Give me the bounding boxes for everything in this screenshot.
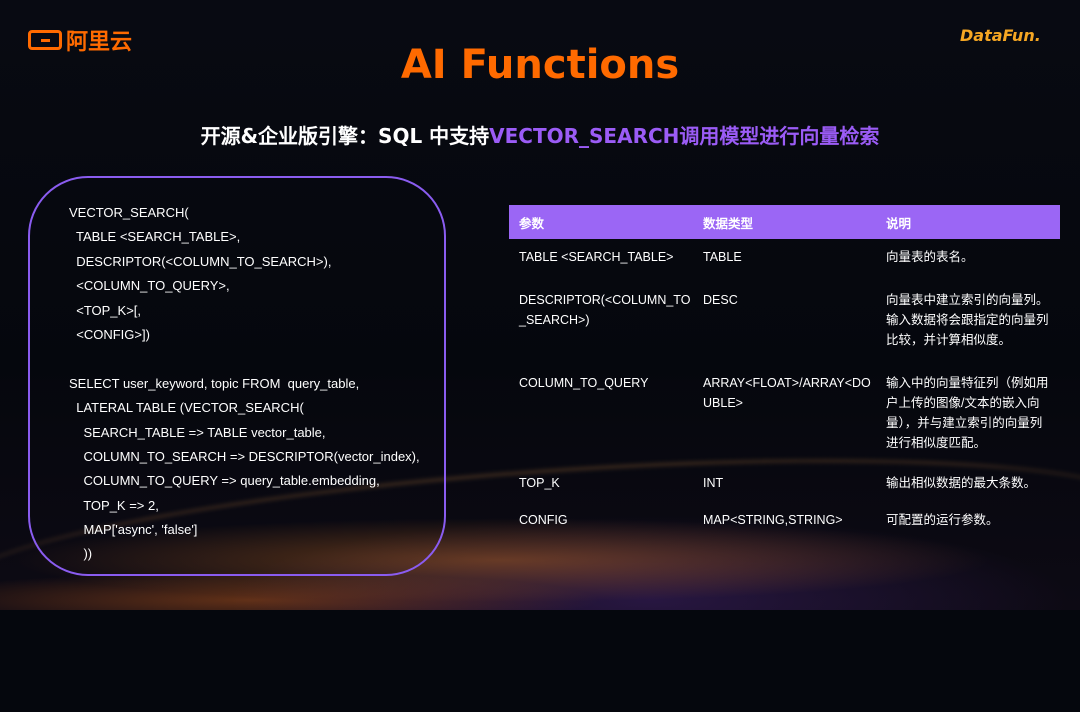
table-row: TABLE <SEARCH_TABLE> TABLE 向量表的表名。: [509, 239, 1060, 273]
code-block: VECTOR_SEARCH( TABLE <SEARCH_TABLE>, DES…: [69, 201, 420, 567]
header-desc: 说明: [886, 216, 912, 231]
code-line: MAP['async', 'false']: [69, 522, 198, 538]
aliyun-logo-icon: [28, 30, 62, 50]
table-cell: CONFIG: [519, 513, 568, 527]
table-row: COLUMN_TO_QUERY ARRAY<FLOAT>/ARRAY<DOUBLE…: [509, 356, 1060, 459]
code-line: SEARCH_TABLE => TABLE vector_table,: [69, 424, 326, 440]
table-row: DESCRIPTOR(<COLUMN_TO_SEARCH>) DESC 向量表中建立…: [509, 273, 1060, 356]
subtitle-prefix: 开源&企业版引擎：SQL 中支持: [200, 124, 490, 148]
table-cell: TABLE <SEARCH_TABLE>: [519, 250, 674, 264]
code-line: [69, 347, 420, 371]
code-line: COLUMN_TO_SEARCH => DESCRIPTOR(vector_in…: [69, 448, 420, 464]
table-cell: DESC: [703, 293, 738, 307]
table-cell: 向量表的表名。: [886, 250, 974, 264]
table-row: TOP_K INT 输出相似数据的最大条数。: [509, 459, 1060, 499]
table-cell: 输入中的向量特征列（例如用户上传的图像/文本的嵌入向量），并与建立索引的向量列进…: [886, 376, 1049, 450]
code-line: TABLE <SEARCH_TABLE>,: [69, 229, 241, 245]
table-cell: TABLE: [703, 250, 742, 264]
slide-subtitle: 开源&企业版引擎：SQL 中支持VECTOR_SEARCH调用模型进行向量检索: [0, 120, 1080, 149]
background: [0, 0, 1080, 610]
header-type: 数据类型: [703, 216, 754, 231]
table-cell: ARRAY<FLOAT>/ARRAY<DOUBLE>: [703, 376, 871, 410]
table-header: 参数 数据类型 说明: [509, 205, 1060, 239]
code-line: <COLUMN_TO_QUERY>,: [69, 278, 230, 294]
header-param: 参数: [519, 216, 545, 231]
slide-title: AI Functions: [400, 42, 680, 88]
code-line: TOP_K => 2,: [69, 497, 159, 513]
code-line: COLUMN_TO_QUERY => query_table.embedding…: [69, 473, 380, 489]
table-row: CONFIG MAP<STRING,STRING> 可配置的运行参数。: [509, 499, 1060, 536]
table-cell: TOP_K: [519, 476, 560, 490]
code-line: <TOP_K>[,: [69, 302, 142, 318]
parameter-table: 参数 数据类型 说明 TABLE <SEARCH_TABLE> TABLE 向量表的…: [509, 205, 1060, 536]
code-line: VECTOR_SEARCH(: [69, 205, 189, 220]
table-cell: 向量表中建立索引的向量列。输入数据将会跟指定的向量列比较，并计算相似度。: [886, 293, 1049, 347]
code-box: [28, 176, 446, 576]
code-line: DESCRIPTOR(<COLUMN_TO_SEARCH>),: [69, 253, 332, 269]
aliyun-logo-text: 阿里云: [66, 30, 133, 55]
datafun-logo: DataFun.: [960, 26, 1041, 45]
table-cell: INT: [703, 476, 724, 490]
code-line: <CONFIG>]): [69, 326, 150, 342]
table-cell: MAP<STRING,STRING>: [703, 513, 843, 527]
table-cell: COLUMN_TO_QUERY: [519, 376, 649, 390]
table-cell: DESCRIPTOR(<COLUMN_TO_SEARCH>): [519, 293, 691, 327]
aliyun-logo: 阿里云: [28, 24, 132, 56]
subtitle-highlight: VECTOR_SEARCH调用模型进行向量检索: [489, 124, 880, 148]
code-line: LATERAL TABLE (VECTOR_SEARCH(: [69, 400, 304, 416]
code-line: )): [69, 546, 93, 562]
table-cell: 可配置的运行参数。: [886, 513, 999, 527]
table-cell: 输出相似数据的最大条数。: [886, 476, 1037, 490]
code-line: SELECT user_keyword, topic FROM query_ta…: [69, 375, 360, 391]
